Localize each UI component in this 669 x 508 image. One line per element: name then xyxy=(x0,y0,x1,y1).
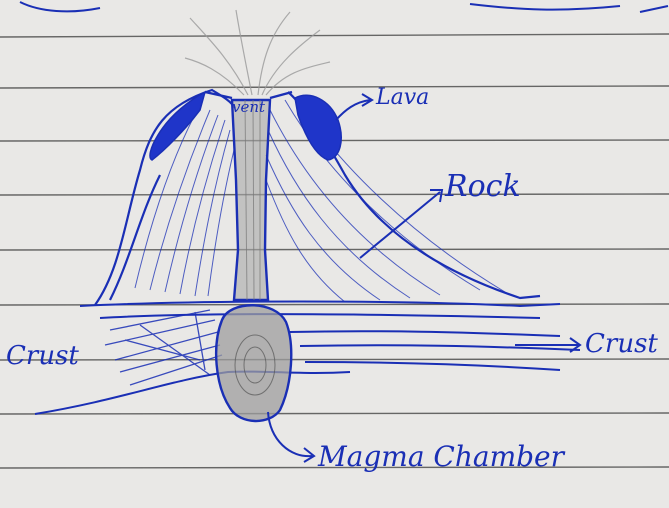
gas-plume xyxy=(185,10,330,95)
magma-arrowhead xyxy=(304,448,314,462)
top-handwriting-fragment xyxy=(20,2,668,12)
lava-label: Lava xyxy=(375,85,429,110)
vent-label: vent xyxy=(232,98,266,116)
central-vent-conduit xyxy=(232,100,270,300)
crust-layers xyxy=(35,302,580,415)
crust-shading-left xyxy=(105,310,222,385)
rock-label: Rock xyxy=(444,169,521,204)
lava-arrow xyxy=(336,100,370,120)
magma-chamber-label: Magma Chamber xyxy=(317,440,566,473)
crust-right-label: Crust xyxy=(585,329,658,359)
rock-arrow xyxy=(360,192,440,258)
ruled-lines xyxy=(0,34,669,468)
magma-chamber xyxy=(216,305,291,421)
crust-left-label: Crust xyxy=(6,341,79,371)
